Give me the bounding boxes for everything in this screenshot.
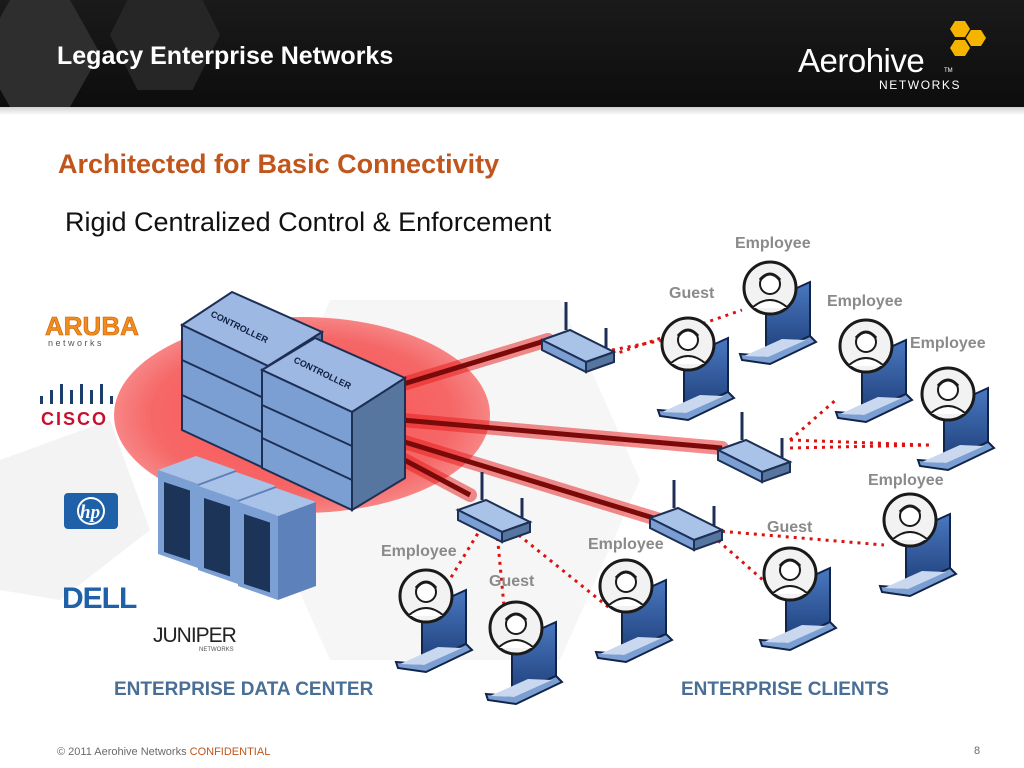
client-laptop xyxy=(758,546,838,652)
client-label-employee: Employee xyxy=(910,335,986,352)
slide-title: Legacy Enterprise Networks xyxy=(57,42,394,70)
juniper-sub: NETWORKS xyxy=(199,647,234,653)
honeycomb-icon xyxy=(950,21,986,56)
client-laptop xyxy=(484,600,564,706)
cisco-logo: CISCO xyxy=(36,382,126,429)
aruba-logo: ARUBA n e t w o r k s xyxy=(44,311,164,349)
client-label-employee: Employee xyxy=(735,235,811,252)
aruba-sub: n e t w o r k s xyxy=(48,338,102,348)
user-avatar-icon xyxy=(488,600,544,656)
header-bar: Legacy Enterprise Networks Aerohive TM N… xyxy=(0,0,1024,107)
client-label-employee: Employee xyxy=(827,293,903,310)
client-label-guest: Guest xyxy=(767,519,813,536)
header-shadow xyxy=(0,107,1024,115)
access-point xyxy=(647,480,725,552)
section-label-clients: ENTERPRISE CLIENTS xyxy=(681,679,889,700)
client-laptop xyxy=(878,492,958,598)
access-point xyxy=(455,472,533,544)
user-avatar-icon xyxy=(920,366,976,422)
clients-layer xyxy=(394,260,996,706)
user-avatar-icon xyxy=(882,492,938,548)
slide-subheading: Rigid Centralized Control & Enforcement xyxy=(65,207,552,237)
logo-subtitle: NETWORKS xyxy=(879,78,962,92)
slide-subtitle: Architected for Basic Connectivity xyxy=(58,149,500,179)
access-point xyxy=(715,412,793,484)
page-number: 8 xyxy=(974,745,981,757)
aerohive-logo: Aerohive TM NETWORKS xyxy=(798,20,988,94)
user-avatar-icon xyxy=(398,568,454,624)
dell-logo: DELL xyxy=(62,580,158,615)
client-laptop xyxy=(394,568,474,674)
section-label-datacenter: ENTERPRISE DATA CENTER xyxy=(114,679,374,700)
juniper-logo: JUNIPER NETWORKS xyxy=(153,622,249,654)
client-laptop xyxy=(916,366,996,472)
juniper-wordmark: JUNIPER xyxy=(153,624,237,647)
hp-wordmark: hp xyxy=(80,502,100,523)
cisco-wordmark: CISCO xyxy=(41,409,108,428)
access-point xyxy=(539,302,617,374)
user-avatar-icon xyxy=(762,546,818,602)
dell-wordmark: DELL xyxy=(62,582,137,614)
client-laptop xyxy=(594,558,674,664)
footer-copyright: © 2011 Aerohive Networks xyxy=(57,746,187,758)
client-laptop xyxy=(834,318,914,424)
logo-tm: TM xyxy=(944,68,953,74)
client-label-employee: Employee xyxy=(868,472,944,489)
server-rack xyxy=(158,456,316,600)
footer: © 2011 Aerohive Networks CONFIDENTIAL xyxy=(57,746,270,758)
controller-links xyxy=(388,333,729,527)
client-label-guest: Guest xyxy=(489,573,535,590)
client-label-employee: Employee xyxy=(381,543,457,560)
cisco-bars-icon xyxy=(40,384,113,404)
user-avatar-icon xyxy=(838,318,894,374)
client-label-employee: Employee xyxy=(588,536,664,553)
footer-confidential: CONFIDENTIAL xyxy=(189,746,271,758)
client-laptop xyxy=(656,316,736,422)
client-laptop xyxy=(738,260,818,366)
controller-chassis: CONTROLLER xyxy=(259,336,408,512)
hp-logo: hp xyxy=(63,492,119,530)
aruba-wordmark: ARUBA xyxy=(45,313,139,341)
user-avatar-icon xyxy=(742,260,798,316)
user-avatar-icon xyxy=(660,316,716,372)
client-label-guest: Guest xyxy=(669,285,715,302)
user-avatar-icon xyxy=(598,558,654,614)
logo-wordmark: Aerohive xyxy=(798,42,925,79)
